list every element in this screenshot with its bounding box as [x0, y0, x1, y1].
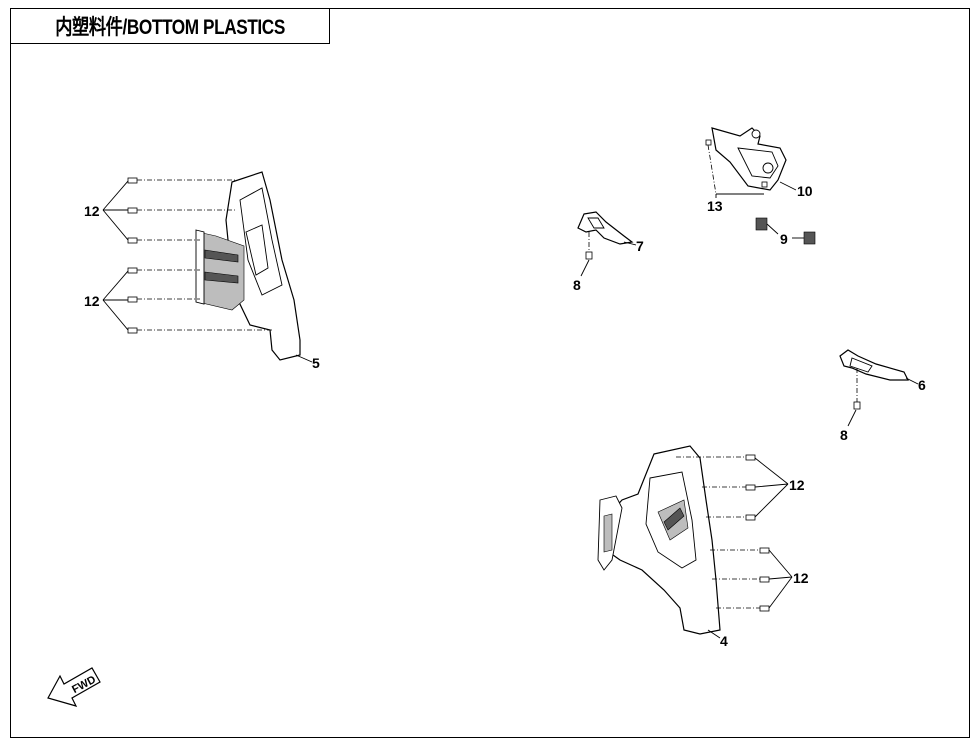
- part-6-bracket: [839, 349, 919, 427]
- callout-12: 12: [793, 570, 809, 586]
- leader-lines-left: [102, 180, 313, 363]
- part-9-clips: [755, 217, 816, 245]
- diagram-title: 内塑料件/BOTTOM PLASTICS: [55, 16, 285, 39]
- callout-13: 13: [707, 198, 723, 214]
- callout-5: 5: [312, 355, 320, 371]
- fwd-label: FWD: [70, 674, 98, 696]
- callout-8: 8: [840, 427, 848, 443]
- callout-12: 12: [84, 203, 100, 219]
- part-4-right-panel: [597, 445, 721, 635]
- callout-12: 12: [84, 293, 100, 309]
- fasteners-left: [127, 177, 272, 334]
- title-box: 内塑料件/BOTTOM PLASTICS: [10, 8, 330, 44]
- part-7-bracket: [577, 211, 637, 277]
- diagram-frame: [10, 8, 970, 738]
- callout-9: 9: [780, 231, 788, 247]
- callout-8: 8: [573, 277, 581, 293]
- fasteners-right: [676, 454, 770, 612]
- callout-10: 10: [797, 183, 813, 199]
- part-10-bracket: [711, 127, 797, 191]
- part-13-screws: [705, 139, 768, 198]
- callout-4: 4: [720, 633, 728, 649]
- callout-7: 7: [636, 238, 644, 254]
- callout-6: 6: [918, 377, 926, 393]
- callout-12: 12: [789, 477, 805, 493]
- leader-lines-right: [707, 457, 793, 639]
- callout-labels: 12 12 5 10 13 9 7 8 6 8 12 12 4: [84, 183, 926, 649]
- fwd-arrow-icon: FWD: [47, 667, 101, 707]
- part-5-left-panel: [195, 171, 301, 361]
